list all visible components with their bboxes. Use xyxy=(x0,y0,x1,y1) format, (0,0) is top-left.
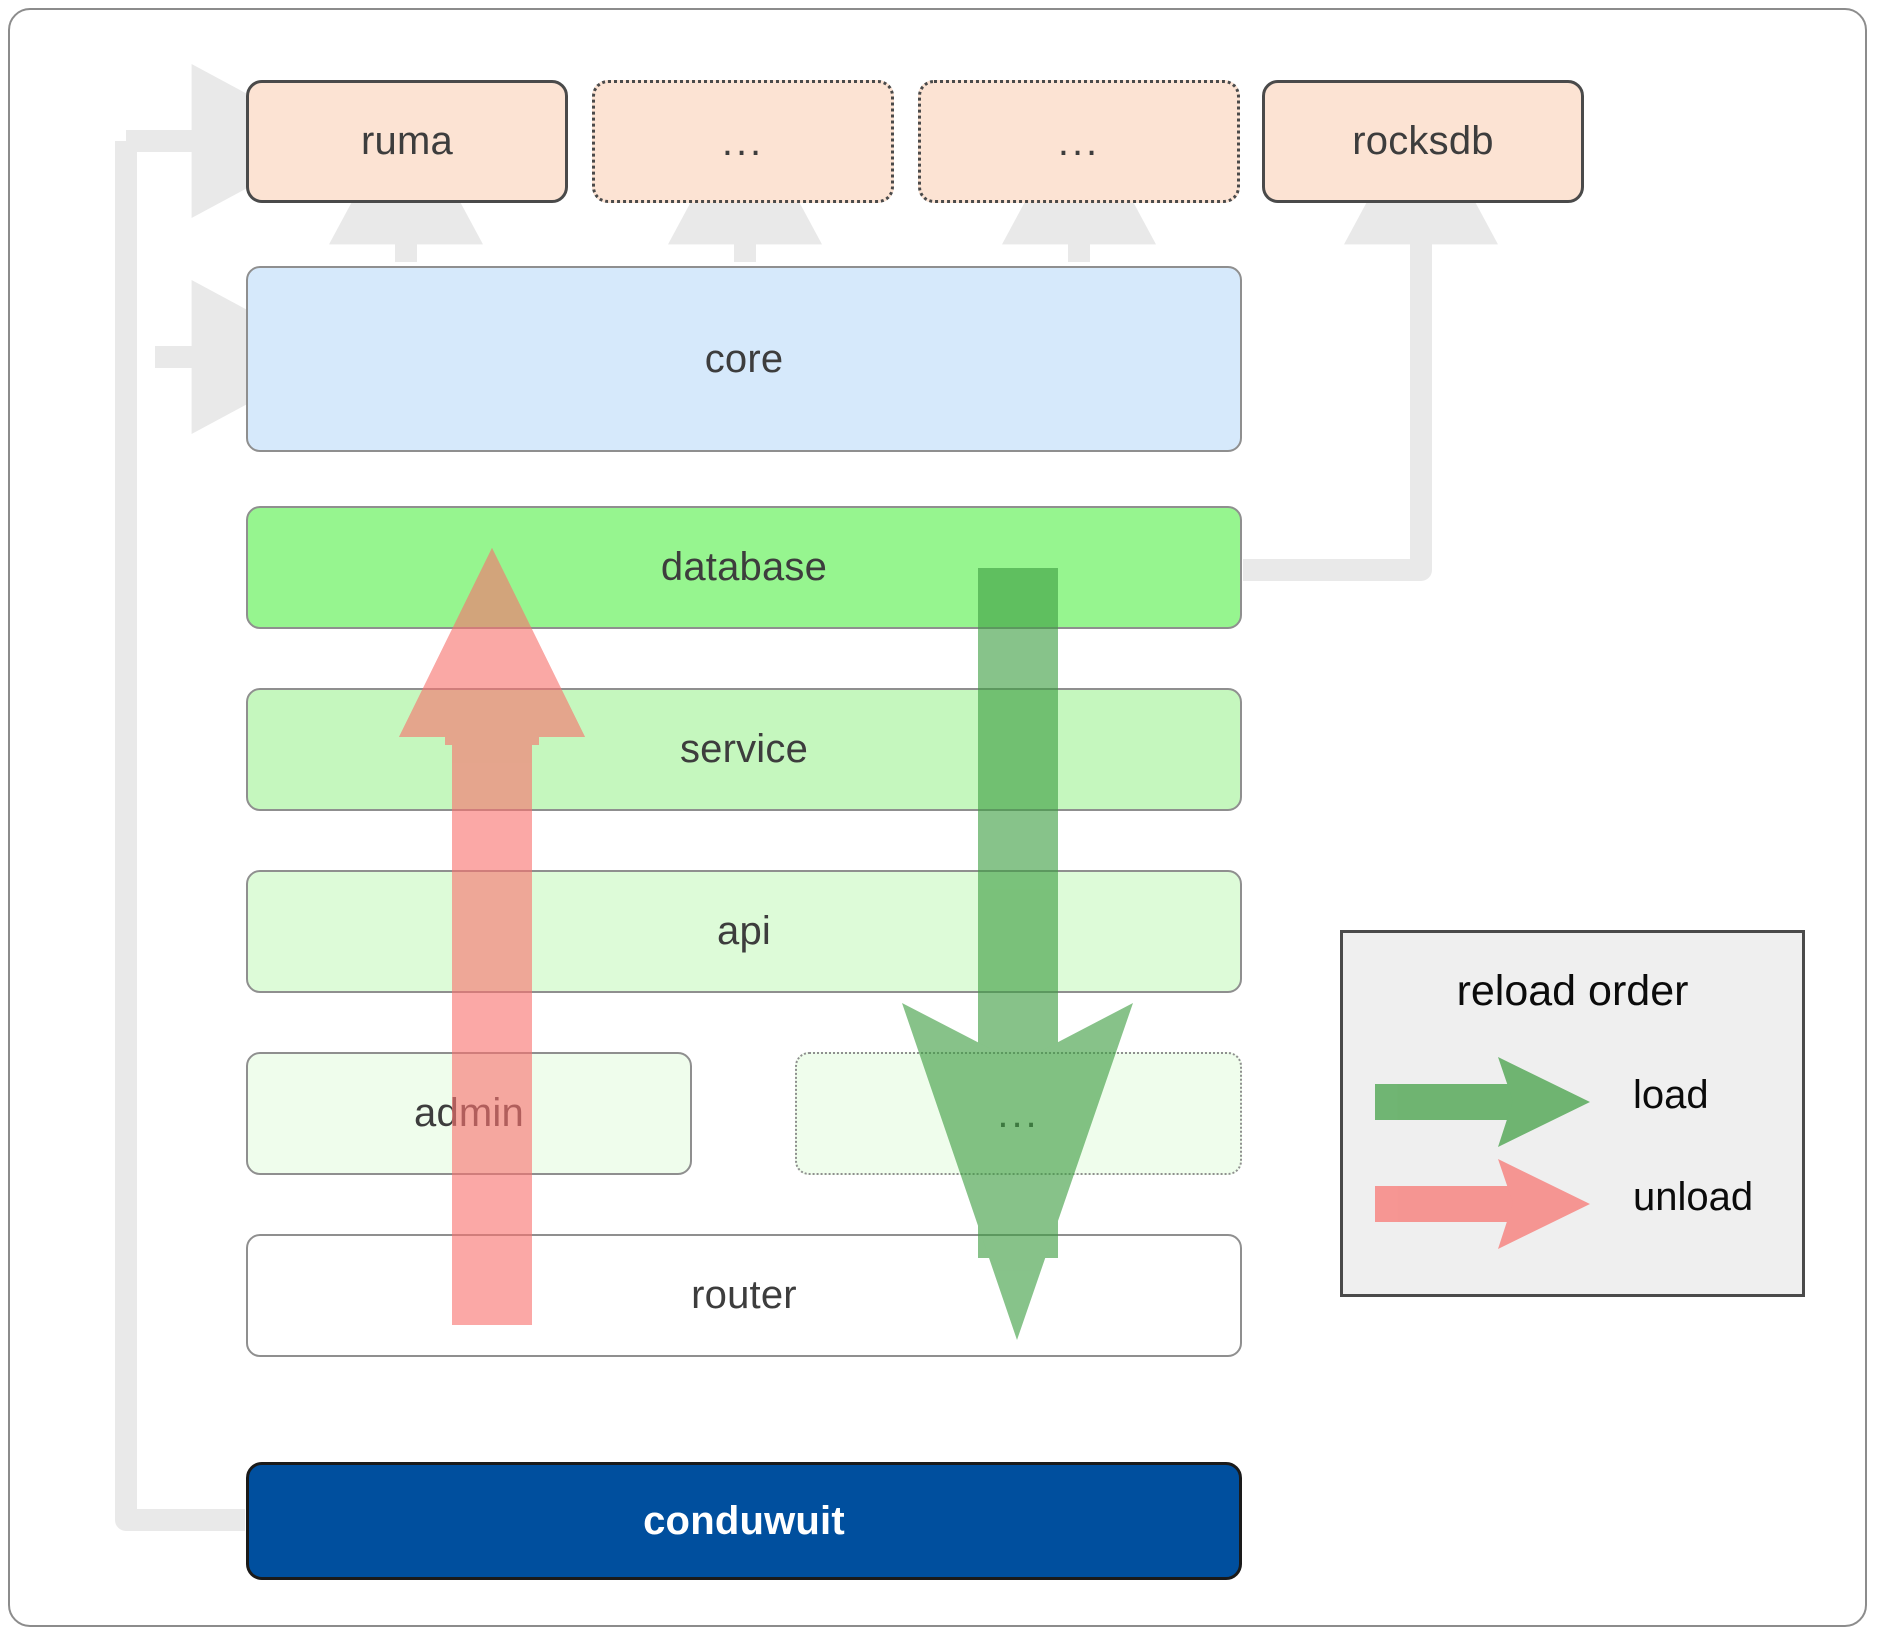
node-api-label: api xyxy=(717,909,771,953)
node-conduwuit[interactable]: conduwuit xyxy=(246,1462,1242,1580)
node-core-label: core xyxy=(704,336,784,381)
legend-row-unload: unload xyxy=(1343,1159,1802,1249)
node-admin[interactable]: admin xyxy=(246,1052,692,1175)
node-database-label: database xyxy=(660,545,828,589)
node-core[interactable]: core xyxy=(246,266,1242,452)
diagram-frame xyxy=(8,8,1867,1627)
node-more-dots[interactable]: ... xyxy=(795,1052,1242,1175)
node-rocksdb[interactable]: rocksdb xyxy=(1262,80,1584,203)
node-dep-b[interactable]: ... xyxy=(918,80,1240,203)
node-dep-a-label: ... xyxy=(721,119,765,164)
legend-row-load: load xyxy=(1343,1057,1802,1147)
node-router[interactable]: router xyxy=(246,1234,1242,1357)
legend-title: reload order xyxy=(1456,967,1689,1015)
node-ruma-label: ruma xyxy=(361,119,453,163)
node-router-label: router xyxy=(691,1273,797,1317)
node-database[interactable]: database xyxy=(246,506,1242,629)
legend-label-load: load xyxy=(1633,1073,1709,1117)
node-conduwuit-label: conduwuit xyxy=(643,1498,845,1543)
node-rocksdb-label: rocksdb xyxy=(1352,119,1494,163)
legend-label-unload: unload xyxy=(1633,1175,1754,1219)
legend-panel: reload order load unload xyxy=(1340,930,1805,1297)
node-ruma[interactable]: ruma xyxy=(246,80,568,203)
node-service[interactable]: service xyxy=(246,688,1242,811)
node-admin-label: admin xyxy=(414,1091,524,1135)
node-dep-a[interactable]: ... xyxy=(592,80,894,203)
unload-legend-icon xyxy=(1375,1159,1590,1249)
node-dep-b-label: ... xyxy=(1057,119,1101,164)
node-api[interactable]: api xyxy=(246,870,1242,993)
node-service-label: service xyxy=(679,727,809,771)
node-more-dots-label: ... xyxy=(997,1091,1040,1136)
load-legend-icon xyxy=(1375,1057,1590,1147)
